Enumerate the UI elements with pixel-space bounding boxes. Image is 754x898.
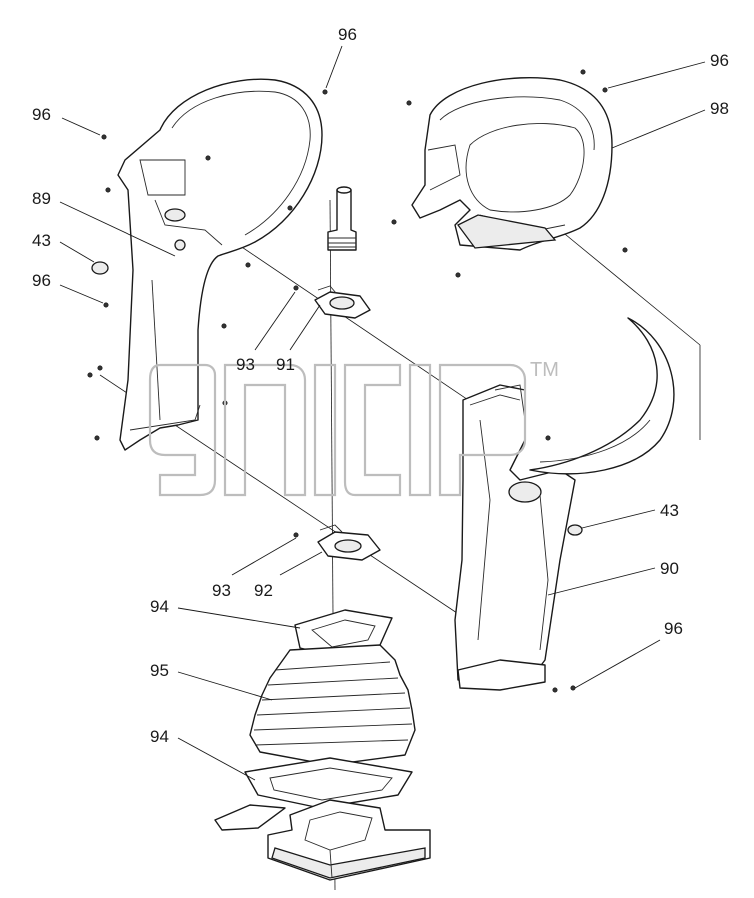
callout-96-top: 96 (338, 25, 357, 44)
callout-94-upper: 94 (150, 597, 169, 616)
callout-96-right-bottom: 96 (664, 619, 683, 638)
callout-43-right: 43 (660, 501, 679, 520)
callout-98: 98 (710, 99, 729, 118)
callout-94-lower: 94 (150, 727, 169, 746)
base-plate (214, 799, 431, 881)
callout-90: 90 (660, 559, 679, 578)
gasket-lower (244, 757, 413, 809)
callout-96-left: 96 (32, 105, 51, 124)
callout-93-upper: 93 (236, 355, 255, 374)
callout-92: 92 (254, 581, 273, 600)
leader-lines (59, 45, 706, 781)
watermark-tm: TM (530, 359, 559, 381)
rubber-caps (91, 261, 583, 536)
left-upper-housing (117, 78, 323, 451)
callout-43-left: 43 (32, 231, 51, 250)
upper-clamp (314, 285, 371, 319)
rubber-boot (249, 644, 416, 766)
callout-labels: 96 96 96 98 89 43 96 93 91 43 90 96 93 9… (32, 25, 729, 746)
right-upper-shroud (411, 77, 613, 251)
right-lower-housing (454, 384, 576, 691)
callout-93-lower: 93 (212, 581, 231, 600)
callout-96-mid-left: 96 (32, 271, 51, 290)
screws (87, 69, 628, 693)
crescent-cover (529, 317, 675, 475)
callout-96-right-top: 96 (710, 51, 729, 70)
callout-89: 89 (32, 189, 51, 208)
callout-91: 91 (276, 355, 295, 374)
watermark-logo: TM (148, 359, 559, 497)
lower-clamp (317, 524, 381, 561)
gear-lever-shaft (327, 186, 357, 251)
callout-95: 95 (150, 661, 169, 680)
